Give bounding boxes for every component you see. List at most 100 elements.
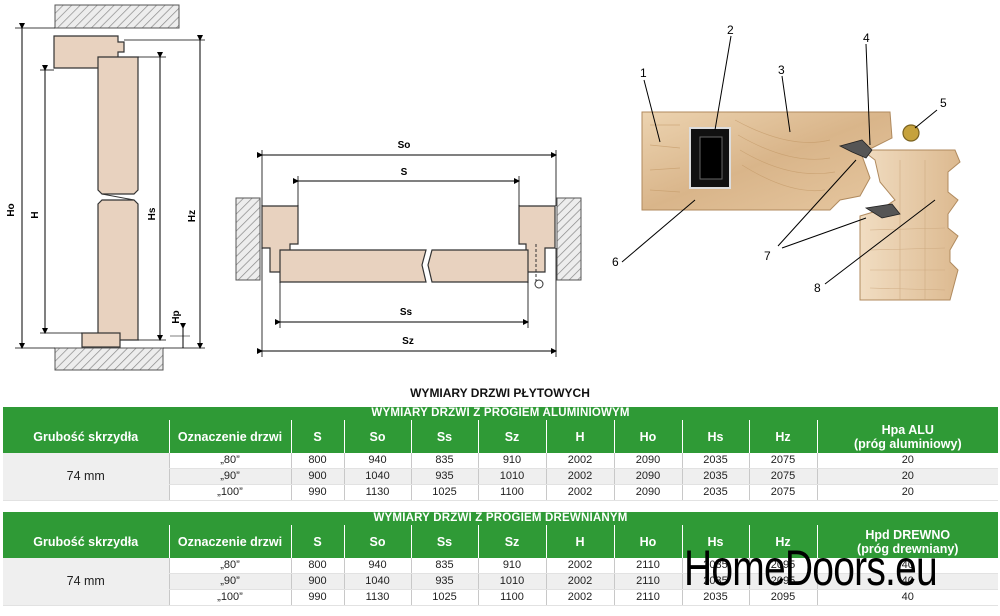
col-header: So [343,525,411,558]
table-cell: 2035 [681,484,749,501]
floor [54,347,164,371]
label-sz: Sz [402,336,414,347]
table-cell: „80” [168,558,291,574]
col-header: Ss [410,525,478,558]
table-cell: 900 [290,573,344,590]
door-leaf-upper [97,56,139,195]
table-cell: 2035 [681,468,749,485]
door-leaf-right [427,249,529,283]
label-s: S [401,167,408,178]
col-header: S [290,420,344,453]
table-cell: 2002 [545,558,614,574]
table-cell: 835 [410,453,478,469]
table-cell: 20 [816,468,999,485]
table-cell: 2075 [748,468,817,485]
table-cell: 2002 [545,573,614,590]
col-header: Hz [748,420,817,453]
label-hz: Hz [187,210,198,222]
col-header: S [290,525,344,558]
table-cell: 2090 [613,453,682,469]
table-cell: 2035 [681,558,749,574]
wall-top [54,4,180,29]
table-cell: 2075 [748,484,817,501]
table-cell: 2002 [545,468,614,485]
col-header: Sz [477,525,546,558]
col-header: H [545,420,614,453]
table-cell: 1040 [343,468,411,485]
col-header-threshold: Hpd DREWNO(próg drewniany) [816,525,999,558]
door-leaf-left [279,249,427,283]
table-cell: 1025 [410,484,478,501]
table-cell: 2035 [681,453,749,469]
table-cell: 2110 [613,558,682,574]
watermark: HomeDoors.eu [684,540,938,596]
label-hs: Hs [147,207,158,220]
section-title: WYMIARY DRZWI Z PROGIEM ALUMINIOWYM [3,407,999,420]
table-cell: „80” [168,453,291,469]
table-cell: „90” [168,573,291,590]
table-cell: 1100 [477,589,546,606]
header-line: (próg aluminiowy) [853,436,962,451]
table-cell: 940 [343,558,411,574]
table-cell: 1130 [343,589,411,606]
table-cell: 940 [343,453,411,469]
label-hp: Hp [171,310,182,323]
table-cell: 20 [816,484,999,501]
label-ho: Ho [6,203,17,216]
header-line: (próg drewniany) [857,541,959,556]
table-cell: „100” [168,589,291,606]
table-cell: 1010 [477,468,546,485]
col-header: Grubość skrzydła [3,525,169,558]
header-line: Hpd DREWNO [865,527,951,542]
table-cell: 2035 [681,589,749,606]
col-header: Ho [613,420,682,453]
table-wooden-threshold: WYMIARY DRZWI Z PROGIEM DREWNIANYM Grubo… [3,512,999,606]
table-cell: 20 [816,453,999,469]
wood-grain [649,119,836,193]
callout-4: 4 [863,31,870,45]
table-cell: „90” [168,468,291,485]
callout-5: 5 [940,96,947,110]
table-cell: 990 [290,484,344,501]
table-cell: 1130 [343,484,411,501]
col-header: Grubość skrzydła [3,420,169,453]
callout-2: 2 [727,23,734,37]
table-cell: 935 [410,468,478,485]
hinge-pin [534,279,544,289]
table-cell: 2002 [545,484,614,501]
callout-8: 8 [814,281,821,295]
col-header: Oznaczenie drzwi [168,525,291,558]
col-header: So [343,420,411,453]
wall-left [235,197,261,281]
callout-3: 3 [778,63,785,77]
table-cell: 2002 [545,453,614,469]
table-cell: 800 [290,558,344,574]
door-dimension-drawings: Ho H Hs Hz Hp So S Ss Sz [6,4,961,371]
page-title: WYMIARY DRZWI PŁYTOWYCH [410,386,590,400]
label-so: So [398,140,411,151]
callout-7: 7 [764,249,771,263]
table-cell: 40 [816,589,999,606]
callout-6: 6 [612,255,619,269]
table-cell: 1025 [410,589,478,606]
table-cell: 935 [410,573,478,590]
table-cell: 2095 [748,589,817,606]
seal [838,139,873,159]
table-cell: 2002 [545,589,614,606]
callout-1: 1 [640,66,647,80]
table-cell: 2090 [613,468,682,485]
table-cell: 2095 [748,558,817,574]
wall-right [556,197,582,281]
table-cell: 1040 [343,573,411,590]
threshold [81,332,121,348]
label-h: H [30,211,41,218]
col-header-threshold: Hpa ALU(próg aluminiowy) [816,420,999,453]
table-cell: 900 [290,468,344,485]
table-cell: 910 [477,558,546,574]
table-cell: 2110 [613,573,682,590]
table-cell: 990 [290,589,344,606]
table-cell: 1100 [477,484,546,501]
table-cell: 1010 [477,573,546,590]
col-header: H [545,525,614,558]
thickness-cell: 74 mm [3,558,169,606]
